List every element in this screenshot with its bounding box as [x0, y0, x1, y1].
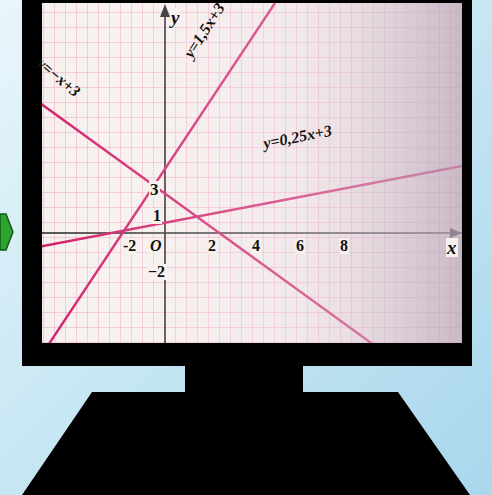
tick-number: -2 — [122, 238, 137, 254]
tick-number: −2 — [147, 264, 166, 280]
monitor-base — [22, 392, 470, 495]
tick-number: 3 — [149, 181, 160, 198]
axis-name: x — [446, 238, 458, 257]
axis-name: y — [170, 8, 180, 27]
green-marker — [0, 214, 13, 250]
tick-number: 6 — [295, 238, 305, 254]
tick-number: 1 — [152, 208, 162, 224]
monitor-neck — [185, 366, 303, 392]
tick-number: 8 — [339, 238, 349, 254]
graph-screen — [42, 3, 462, 343]
monitor-frame — [22, 0, 472, 366]
tick-number: 4 — [251, 238, 261, 254]
tick-number: 2 — [207, 238, 217, 254]
origin-label: O — [149, 238, 163, 254]
